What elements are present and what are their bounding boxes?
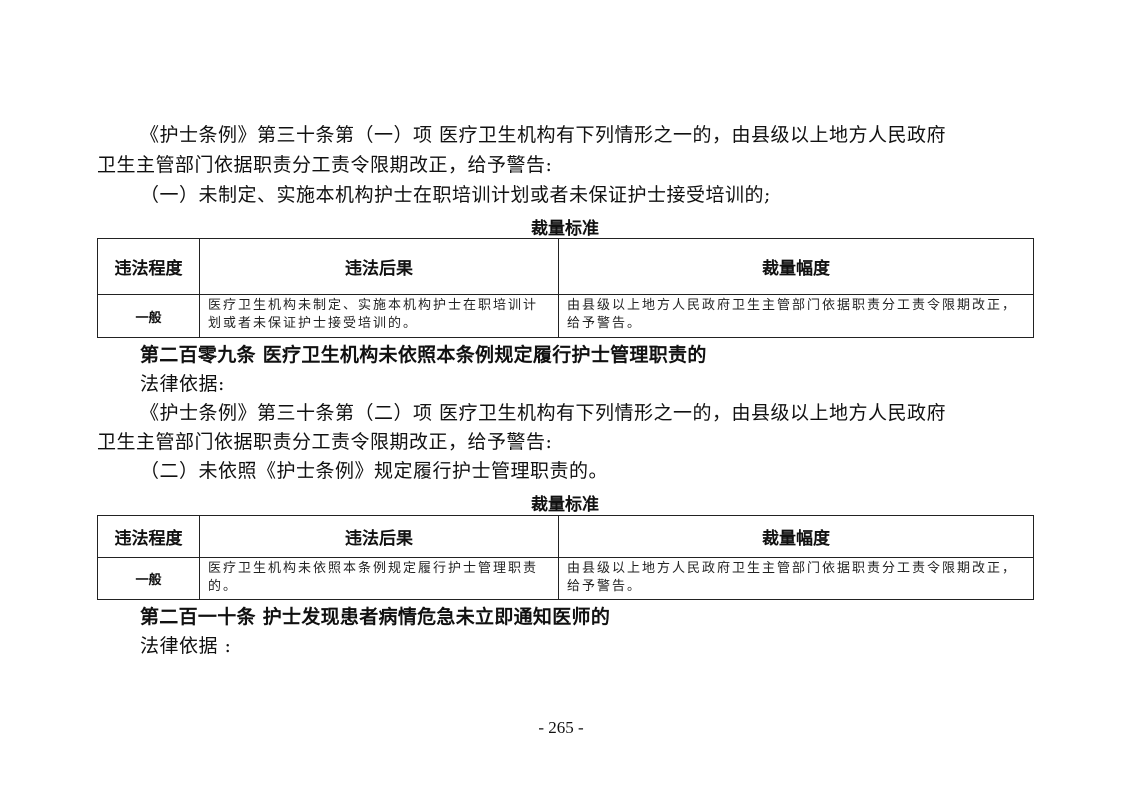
basis-text-1a: 《护士条例》第三十条第（一）项 医疗卫生机构有下列情形之一的，由县级以上地方人民… [140,124,947,146]
header-level: 违法程度 [97,238,200,295]
basis-item-2: （二）未依照《护士条例》规定履行护士管理职责的。 [140,460,609,482]
article-210-heading: 第二百一十条 护士发现患者病情危急未立即通知医师的 [140,606,611,628]
table-row: 一般 医疗卫生机构未制定、实施本机构护士在职培训计划或者未保证护士接受培训的。 … [97,294,1034,338]
level-cell: 一般 [97,294,200,338]
range-cell: 由县级以上地方人民政府卫生主管部门依据职责分工责令限期改正，给予警告。 [558,294,1034,338]
header-range: 裁量幅度 [558,515,1034,558]
discretion-table-1: 违法程度 违法后果 裁量幅度 一般 医疗卫生机构未制定、实施本机构护士在职培训计… [97,238,1034,338]
table-caption-1: 裁量标准 [531,219,599,239]
table-header-row: 违法程度 违法后果 裁量幅度 [97,515,1034,558]
level-cell: 一般 [97,557,200,600]
header-consequence: 违法后果 [199,238,559,295]
table-row: 一般 医疗卫生机构未依照本条例规定履行护士管理职责的。 由县级以上地方人民政府卫… [97,557,1034,600]
header-range: 裁量幅度 [558,238,1034,295]
basis-text-1b: 卫生主管部门依据职责分工责令限期改正，给予警告: [97,154,553,176]
page-number: - 265 - [538,718,584,737]
table-caption-2: 裁量标准 [531,495,599,515]
basis-item-1: （一）未制定、实施本机构护士在职培训计划或者未保证护士接受培训的; [140,184,771,206]
consequence-cell: 医疗卫生机构未依照本条例规定履行护士管理职责的。 [199,557,559,600]
header-consequence: 违法后果 [199,515,559,558]
header-level: 违法程度 [97,515,200,558]
basis-text-2b: 卫生主管部门依据职责分工责令限期改正，给予警告: [97,431,553,453]
basis-label-3: 法律依据 : [140,635,232,657]
article-209-heading: 第二百零九条 医疗卫生机构未依照本条例规定履行护士管理职责的 [140,344,707,366]
consequence-cell: 医疗卫生机构未制定、实施本机构护士在职培训计划或者未保证护士接受培训的。 [199,294,559,338]
discretion-table-2: 违法程度 违法后果 裁量幅度 一般 医疗卫生机构未依照本条例规定履行护士管理职责… [97,515,1034,600]
table-header-row: 违法程度 违法后果 裁量幅度 [97,238,1034,295]
basis-text-2a: 《护士条例》第三十条第（二）项 医疗卫生机构有下列情形之一的，由县级以上地方人民… [140,402,947,424]
range-cell: 由县级以上地方人民政府卫生主管部门依据职责分工责令限期改正， 给予警告。 [558,557,1034,600]
basis-label-2: 法律依据: [140,373,225,395]
